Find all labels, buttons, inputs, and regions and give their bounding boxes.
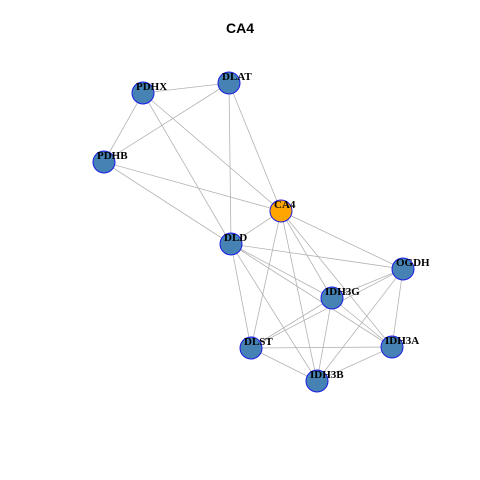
edge-ogdh-idh3b: [316, 268, 404, 382]
edge-ogdh-dlst: [250, 268, 404, 349]
node-dld: DLD: [219, 232, 247, 256]
node-circle-pdhx: [131, 81, 155, 105]
edge-idh3g-idh3a: [331, 297, 393, 348]
node-circle-dlst: [239, 336, 263, 360]
edge-dlat-ca4: [228, 82, 282, 212]
graph-title: CA4: [225, 20, 254, 36]
node-label-idh3a: IDH3A: [385, 335, 419, 347]
node-pdhb: PDHB: [92, 150, 128, 174]
edge-idh3a-idh3b: [316, 346, 393, 382]
node-ca4: CA4: [269, 199, 296, 223]
node-idh3g: IDH3G: [320, 286, 360, 310]
node-circle-idh3b: [305, 369, 329, 393]
node-label-dlst: DLST: [244, 336, 273, 348]
edge-ogdh-idh3g: [331, 268, 404, 299]
edge-dld-dlst: [230, 243, 252, 349]
edge-pdhx-dld: [142, 92, 232, 245]
node-idh3a: IDH3A: [380, 335, 419, 359]
edge-pdhx-ca4: [142, 92, 282, 212]
node-circle-idh3a: [380, 335, 404, 359]
node-circle-ca4: [269, 199, 293, 223]
node-circle-dld: [219, 232, 243, 256]
edge-dlst-idh3a: [250, 346, 393, 349]
node-circle-pdhb: [92, 150, 116, 174]
node-pdhx: PDHX: [131, 81, 167, 105]
node-circle-dlat: [217, 71, 241, 95]
node-circle-ogdh: [391, 257, 415, 281]
edge-ca4-dlst: [250, 210, 282, 349]
edge-pdhx-dlat: [142, 82, 230, 94]
node-idh3b: IDH3B: [305, 369, 344, 393]
node-label-dlat: DLAT: [222, 71, 252, 83]
node-label-dld: DLD: [224, 232, 247, 244]
node-circle-idh3g: [320, 286, 344, 310]
node-label-pdhb: PDHB: [97, 150, 128, 162]
edge-ca4-idh3a: [280, 210, 393, 348]
edge-ca4-idh3g: [280, 210, 333, 299]
edge-idh3g-dlst: [250, 297, 333, 349]
edge-dld-idh3a: [230, 243, 393, 348]
edge-ogdh-idh3a: [391, 268, 404, 348]
node-dlst: DLST: [239, 336, 273, 360]
edge-pdhb-dld: [103, 161, 232, 245]
node-label-pdhx: PDHX: [136, 81, 167, 93]
node-ogdh: OGDH: [391, 257, 430, 281]
edge-dlat-dld: [228, 82, 232, 245]
edge-idh3g-idh3b: [316, 297, 333, 382]
edge-dld-ogdh: [230, 243, 404, 270]
edge-dld-idh3b: [230, 243, 318, 382]
node-label-ogdh: OGDH: [396, 257, 430, 269]
edge-ca4-idh3b: [280, 210, 318, 382]
node-label-idh3g: IDH3G: [325, 286, 360, 298]
edge-pdhb-ca4: [103, 161, 282, 212]
edge-pdhx-pdhb: [103, 92, 144, 163]
node-label-idh3b: IDH3B: [310, 369, 344, 381]
node-dlat: DLAT: [217, 71, 252, 95]
edge-layer: [103, 82, 404, 382]
edge-dlat-pdhb: [103, 82, 230, 163]
edge-dld-idh3g: [230, 243, 333, 299]
node-label-ca4: CA4: [274, 199, 296, 211]
edge-ca4-ogdh: [280, 210, 404, 270]
edge-dlst-idh3b: [250, 347, 318, 382]
